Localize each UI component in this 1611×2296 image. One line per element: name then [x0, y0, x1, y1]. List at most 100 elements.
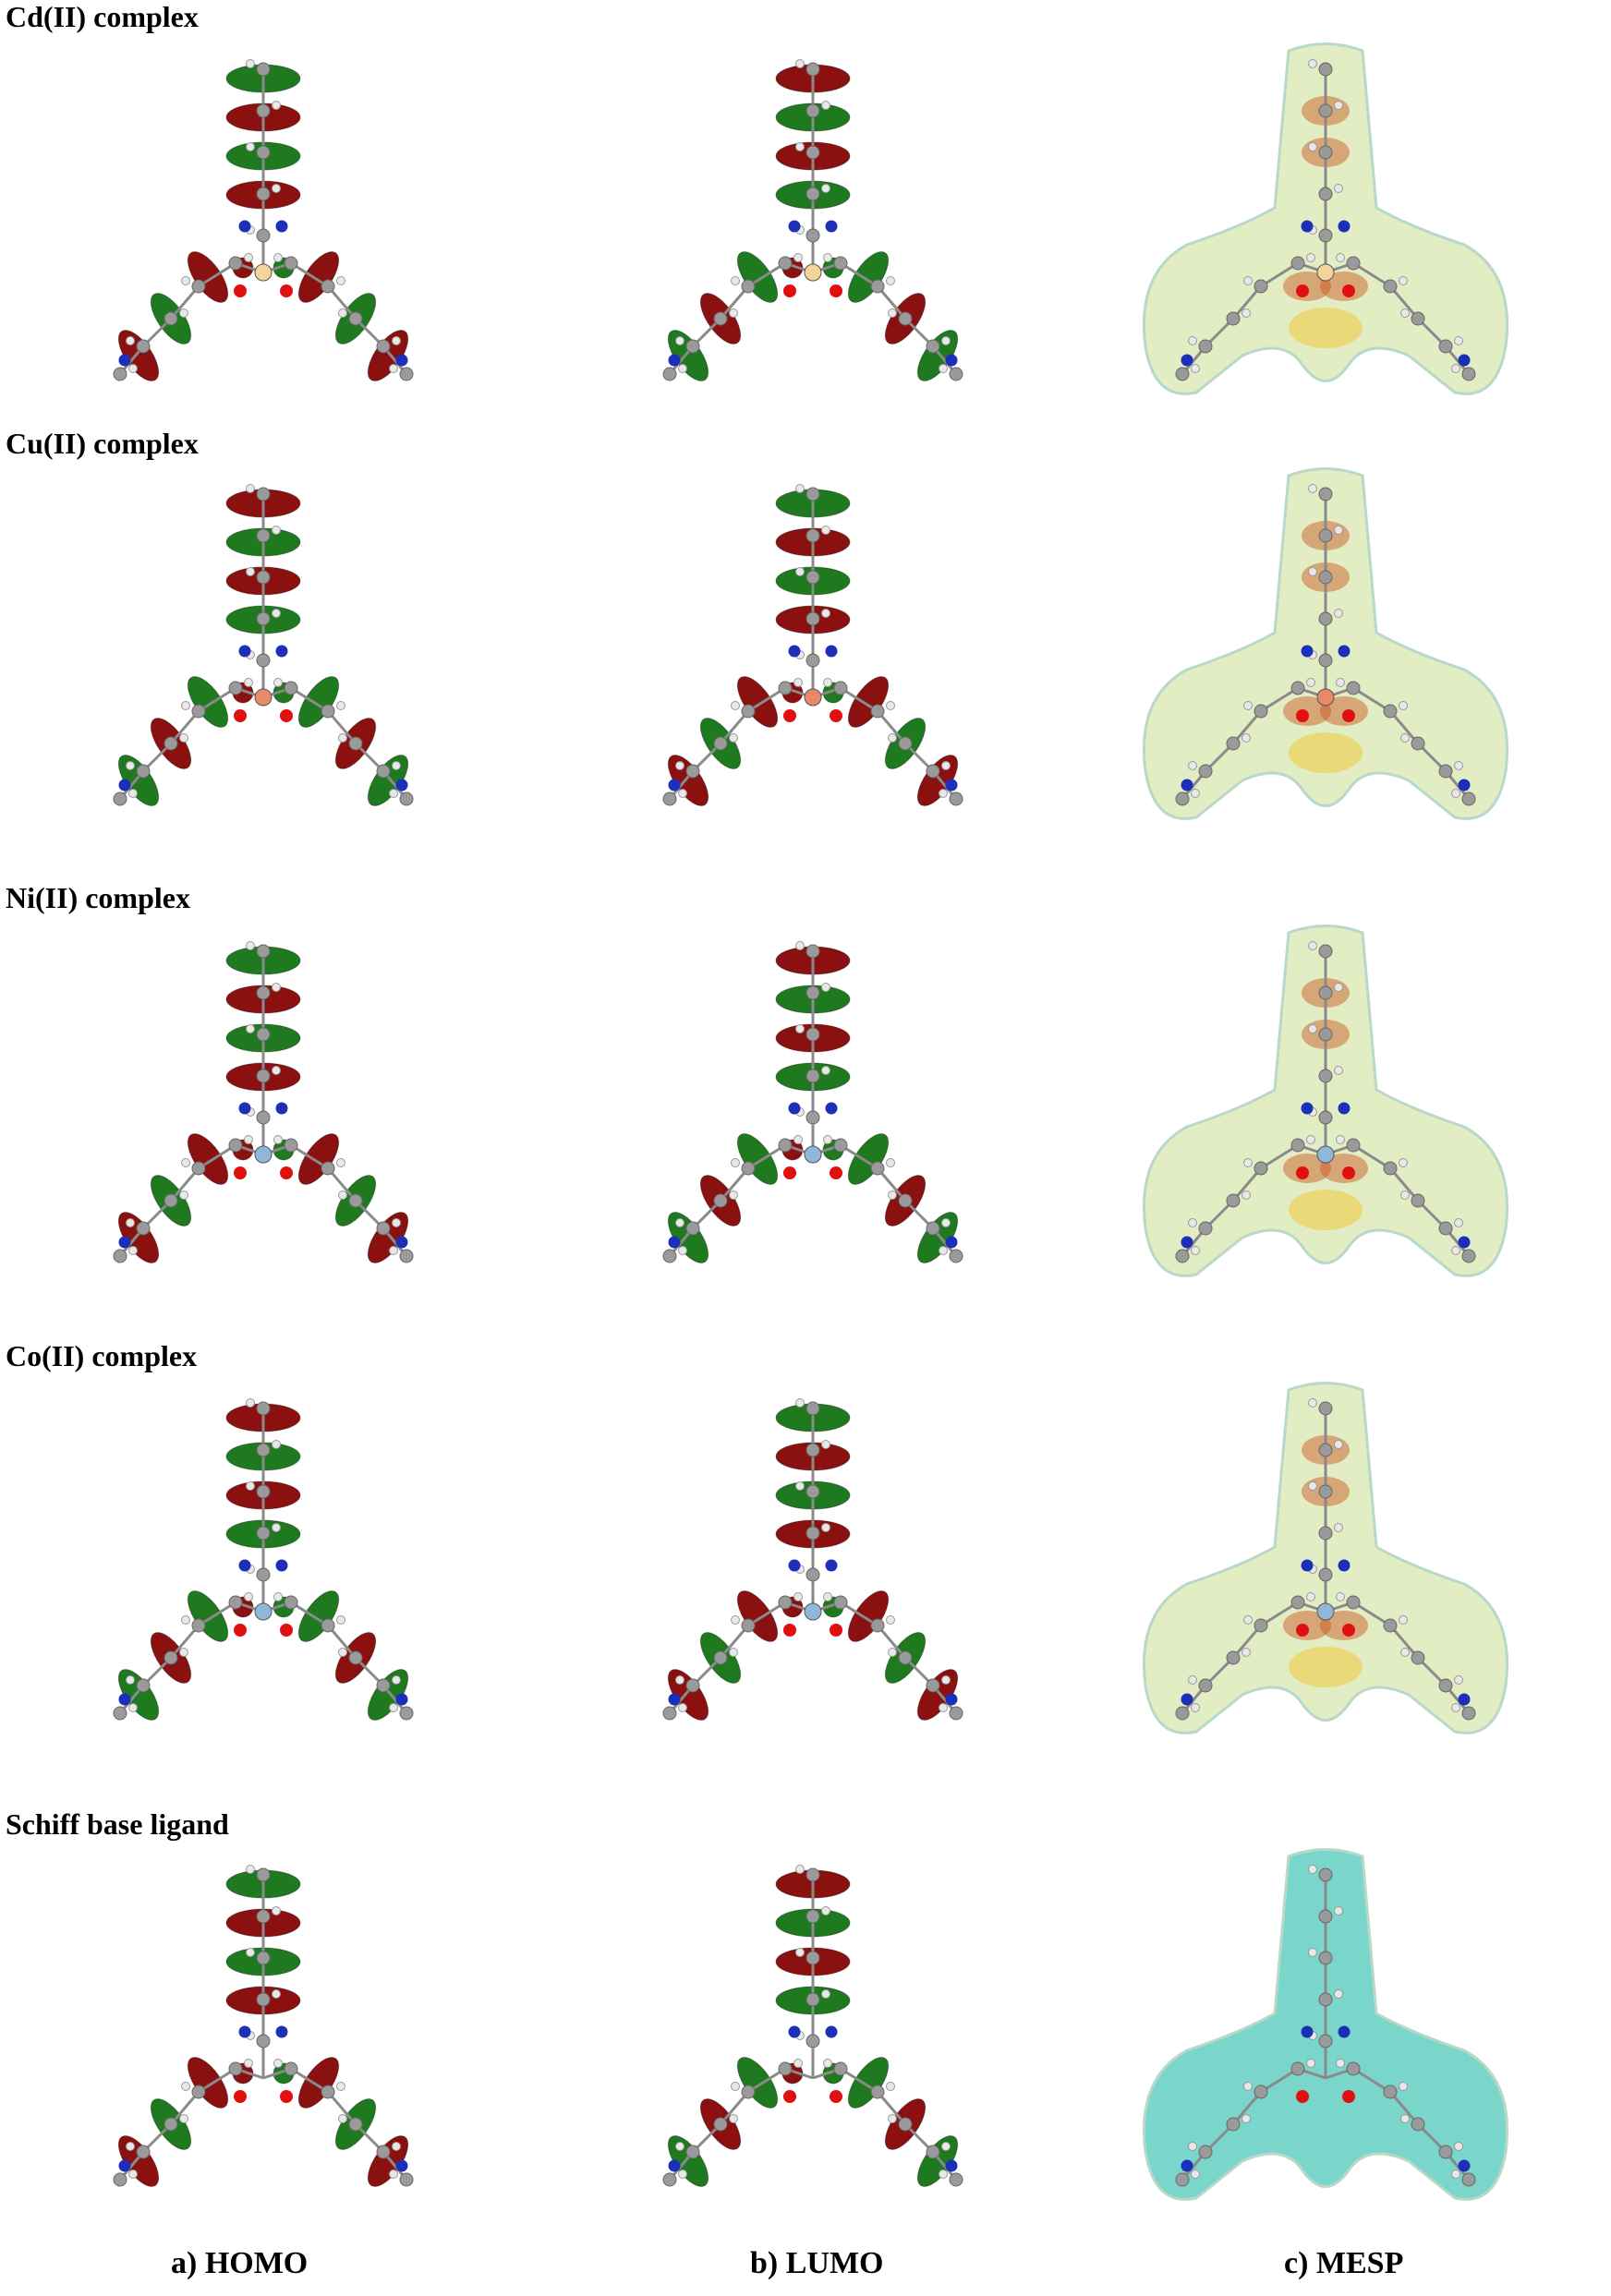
nitrogen-atom: [1181, 354, 1193, 367]
hydrogen-atom: [1399, 701, 1408, 710]
carbon-atom: [1226, 1193, 1241, 1208]
carbon-atom: [870, 1618, 885, 1633]
hydrogen-atom: [1400, 1648, 1410, 1657]
molecular-skeleton: [1175, 1398, 1476, 1721]
hydrogen-atom: [1334, 526, 1343, 535]
hydrogen-atom: [272, 1523, 281, 1532]
mesp-region: [1289, 1647, 1363, 1687]
carbon-atom: [256, 611, 271, 626]
carbon-atom: [806, 187, 820, 201]
nitrogen-atom: [945, 1236, 958, 1249]
nitrogen-atom: [788, 220, 801, 233]
hydrogen-atom: [821, 1440, 830, 1449]
hydrogen-atom: [678, 1246, 687, 1255]
carbon-atom: [685, 1678, 700, 1693]
hydrogen-atom: [729, 1190, 738, 1200]
carbon-atom: [284, 2061, 298, 2076]
hydrogen-atom: [795, 1024, 805, 1033]
hydrogen-atom: [941, 1218, 951, 1227]
nitrogen-atom: [238, 1102, 251, 1115]
hydrogen-atom: [246, 59, 255, 68]
hydrogen-atom: [731, 701, 740, 710]
hydrogen-atom: [1188, 336, 1197, 345]
carbon-atom: [806, 487, 820, 501]
nitrogen-atom: [945, 2159, 958, 2172]
carbon-atom: [1318, 1484, 1333, 1499]
hydrogen-atom: [939, 364, 948, 373]
carbon-atom: [898, 2117, 913, 2132]
hydrogen-atom: [126, 761, 135, 770]
hydrogen-atom: [888, 733, 897, 743]
nitrogen-atom: [1181, 1236, 1193, 1249]
hydrogen-atom: [939, 789, 948, 798]
hydrogen-atom: [272, 1989, 281, 1999]
hydrogen-atom: [729, 2114, 738, 2123]
carbon-atom: [713, 2117, 728, 2132]
oxygen-atom: [1296, 1624, 1309, 1637]
nitrogen-atom: [1458, 354, 1471, 367]
orbital-lobes: [117, 1403, 409, 1721]
carbon-atom: [399, 1249, 414, 1263]
carbon-atom: [778, 681, 793, 695]
nitrogen-atom: [1458, 779, 1471, 792]
oxygen-atom: [1342, 2090, 1355, 2103]
molecular-skeleton: [113, 1398, 414, 1721]
molecular-skeleton: [1175, 484, 1476, 806]
hydrogen-atom: [795, 567, 805, 576]
mesp-negative-region: [1320, 1611, 1368, 1640]
carbon-atom: [399, 367, 414, 381]
hydrogen-atom: [1188, 761, 1197, 770]
carbon-atom: [1346, 256, 1361, 271]
carbon-atom: [191, 704, 206, 719]
carbon-atom: [321, 279, 335, 294]
hydrogen-atom: [886, 276, 895, 285]
carbon-atom: [741, 1161, 756, 1176]
nitrogen-atom: [1301, 1102, 1314, 1115]
metal-atom: [804, 688, 822, 707]
hydrogen-atom: [1188, 2142, 1197, 2151]
hydrogen-atom: [823, 678, 832, 687]
oxygen-atom: [830, 1624, 842, 1637]
nitrogen-atom: [788, 2025, 801, 2038]
carbon-atom: [348, 311, 363, 326]
hydrogen-atom: [793, 2059, 803, 2068]
carbon-atom: [1254, 2085, 1268, 2099]
carbon-atom: [256, 103, 271, 118]
hydrogen-atom: [1306, 1592, 1315, 1601]
panel-cd-mesp: [1132, 42, 1520, 411]
hydrogen-atom: [338, 1190, 347, 1200]
hydrogen-atom: [1336, 253, 1345, 262]
carbon-atom: [806, 103, 820, 118]
hydrogen-atom: [821, 184, 830, 193]
carbon-atom: [164, 1650, 178, 1665]
hydrogen-atom: [795, 1398, 805, 1408]
molecular-skeleton: [662, 941, 963, 1263]
carbon-atom: [806, 1867, 820, 1882]
hydrogen-atom: [1334, 1989, 1343, 1999]
carbon-atom: [228, 256, 243, 271]
hydrogen-atom: [1242, 2114, 1251, 2123]
carbon-atom: [1318, 985, 1333, 1000]
metal-atom: [1316, 688, 1335, 707]
carbon-atom: [806, 944, 820, 959]
carbon-atom: [806, 1110, 820, 1125]
carbon-atom: [1175, 792, 1190, 806]
molecule-image-co-homo: [113, 1398, 414, 1721]
hydrogen-atom: [1308, 941, 1317, 950]
hydrogen-atom: [886, 1158, 895, 1167]
carbon-atom: [662, 367, 677, 381]
hydrogen-atom: [1243, 1615, 1253, 1625]
hydrogen-atom: [392, 1218, 401, 1227]
hydrogen-atom: [1334, 184, 1343, 193]
hydrogen-atom: [1306, 1135, 1315, 1144]
carbon-atom: [806, 570, 820, 585]
metal-atom: [804, 1602, 822, 1621]
hydrogen-atom: [179, 1648, 188, 1657]
hydrogen-atom: [678, 1703, 687, 1712]
carbon-atom: [1318, 228, 1333, 243]
carbon-atom: [870, 1161, 885, 1176]
carbon-atom: [256, 1027, 271, 1042]
hydrogen-atom: [126, 1218, 135, 1227]
molecule-image-co-lumo: [662, 1398, 963, 1721]
carbon-atom: [376, 1221, 391, 1236]
